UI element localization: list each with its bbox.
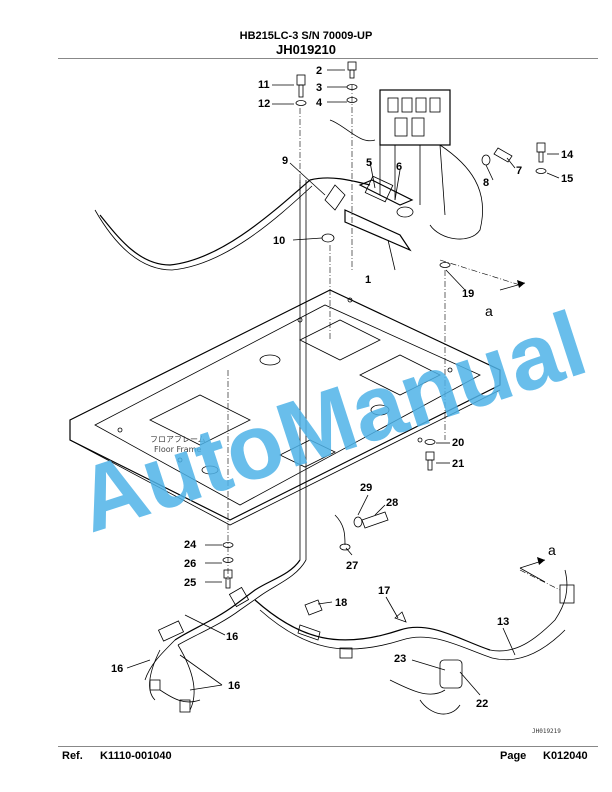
ref-label: Ref.	[62, 750, 83, 762]
callout-18: 18	[335, 597, 347, 609]
callout-16a: 16	[226, 631, 238, 643]
callout-16b: 16	[111, 663, 123, 675]
footer-divider	[58, 746, 598, 747]
callout-22: 22	[476, 698, 488, 710]
callout-1: 1	[365, 274, 371, 286]
page-title: HB215LC-3 S/N 70009-UP	[239, 30, 373, 42]
watermark: AutoManual	[66, 292, 598, 552]
callout-14: 14	[561, 149, 574, 161]
callout-21: 21	[452, 458, 464, 470]
callout-8: 8	[483, 177, 489, 189]
callout-4: 4	[316, 97, 323, 109]
relay-box	[329, 89, 483, 240]
callout-3: 3	[316, 82, 322, 94]
page-value: K012040	[543, 750, 588, 762]
leader-lines	[227, 85, 561, 591]
callout-26: 26	[184, 558, 196, 570]
callout-10: 10	[273, 235, 285, 247]
ref-value: K1110-001040	[100, 750, 172, 762]
callout-27: 27	[346, 560, 358, 572]
callout-28: 28	[386, 497, 398, 509]
callout-12: 12	[258, 98, 270, 110]
callout-11: 11	[258, 79, 270, 91]
callout-6: 6	[396, 161, 402, 173]
callout-19: 19	[462, 288, 474, 300]
upper-harness	[94, 177, 371, 560]
callout-25: 25	[184, 577, 196, 589]
callout-29: 29	[360, 482, 372, 494]
floor-frame-label: Floor Frame	[154, 445, 201, 454]
callout-15: 15	[561, 173, 573, 185]
callout-16c: 16	[228, 680, 240, 692]
callout-9: 9	[282, 155, 288, 167]
callout-7: 7	[516, 165, 522, 177]
drawing-id: JH019219	[532, 728, 561, 735]
callout-20: 20	[452, 437, 464, 449]
view-arrow-a	[499, 280, 546, 583]
callout-5: 5	[366, 157, 372, 169]
callout-24: 24	[184, 539, 197, 551]
page-label: Page	[500, 750, 527, 762]
drawing-code: JH019210	[276, 42, 336, 57]
view-label-a: a	[485, 303, 493, 319]
callout-23: 23	[394, 653, 406, 665]
view-label-a-2: a	[548, 542, 556, 558]
bracket-assembly	[321, 175, 414, 252]
header-divider	[58, 58, 598, 59]
callout-17: 17	[378, 585, 390, 597]
lower-harness	[144, 514, 575, 715]
callout-leaders	[126, 69, 560, 696]
floor-frame-label-jp: フロアフレーム	[150, 435, 206, 444]
callout-2: 2	[316, 65, 322, 77]
callout-13: 13	[497, 616, 509, 628]
